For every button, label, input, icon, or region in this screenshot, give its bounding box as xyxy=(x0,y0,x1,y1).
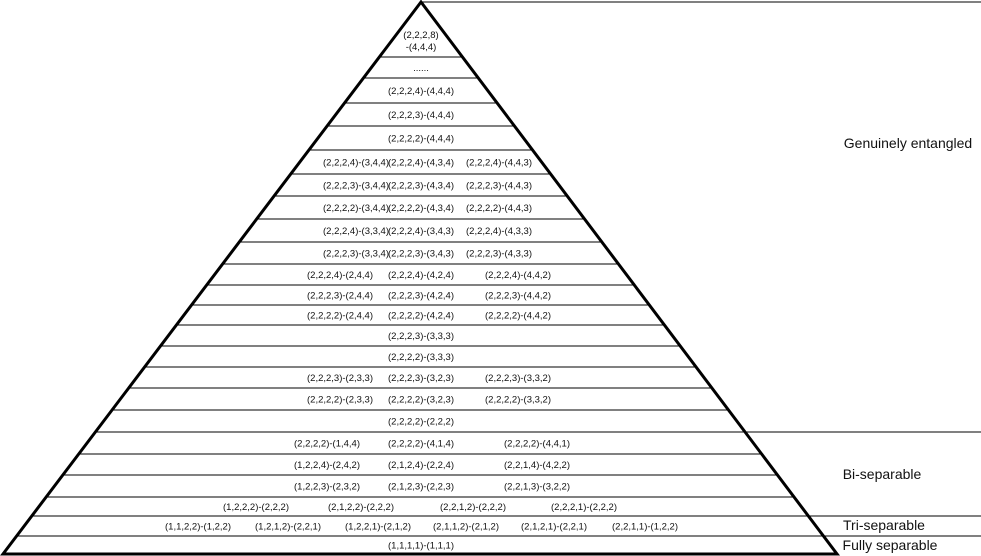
cell-label-r12-c0: (2,2,2,3)-(3,3,3) xyxy=(388,331,454,342)
cell-label-r18-c0: (1,2,2,4)-(2,4,2) xyxy=(294,460,360,471)
cell-label-r21-c4: (2,1,2,1)-(2,2,1) xyxy=(521,522,587,533)
cell-label-r9-c1: (2,2,2,4)-(4,2,4) xyxy=(388,270,454,281)
category-label-2: Tri-separable xyxy=(843,517,925,533)
cell-label-r8-c1: (2,2,2,3)-(3,4,3) xyxy=(388,249,454,260)
cell-label-r6-c1: (2,2,2,2)-(4,3,4) xyxy=(388,203,454,214)
cell-label-r17-c1: (2,2,2,2)-(4,1,4) xyxy=(388,439,454,450)
cell-label-r15-c2: (2,2,2,2)-(3,3,2) xyxy=(485,395,551,406)
category-label-0: Genuinely entangled xyxy=(844,135,972,151)
cell-label-r7-c0: (2,2,2,4)-(3,3,4) xyxy=(323,226,389,237)
cell-label-r15-c1: (2,2,2,2)-(3,2,3) xyxy=(388,395,454,406)
pyramid-row-dividers xyxy=(16,56,824,537)
cell-label-r21-c1: (1,2,1,2)-(2,2,1) xyxy=(255,522,321,533)
apex-label-line-1: (2,2,2,8) xyxy=(403,30,438,41)
cell-label-r9-c0: (2,2,2,4)-(2,4,4) xyxy=(307,270,373,281)
cell-label-r5-c1: (2,2,2,3)-(4,3,4) xyxy=(388,181,454,192)
cell-label-r4-c1: (2,2,2,4)-(4,3,4) xyxy=(388,158,454,169)
apex-label-line-2: -(4,4,4) xyxy=(406,42,437,53)
cell-label-r0-c0: ...... xyxy=(413,63,429,74)
cell-label-r8-c0: (2,2,2,3)-(3,3,4) xyxy=(323,249,389,260)
pyramid-cell-labels: (2,2,2,8)-(4,4,4)...... (2,2,2,4)-(4,4,4)… xyxy=(165,30,678,552)
cell-label-r1-c0: (2,2,2,4)-(4,4,4) xyxy=(388,86,454,97)
cell-label-r5-c2: (2,2,2,3)-(4,4,3) xyxy=(466,181,532,192)
cell-label-r14-c2: (2,2,2,3)-(3,3,2) xyxy=(485,373,551,384)
cell-label-r9-c2: (2,2,2,4)-(4,4,2) xyxy=(485,270,551,281)
cell-label-r5-c0: (2,2,2,3)-(3,4,4) xyxy=(323,181,389,192)
cell-label-r11-c0: (2,2,2,2)-(2,4,4) xyxy=(307,311,373,322)
cell-label-r8-c2: (2,2,2,3)-(4,3,3) xyxy=(466,249,532,260)
cell-label-r21-c5: (2,2,1,1)-(1,2,2) xyxy=(612,522,678,533)
cell-label-r15-c0: (2,2,2,2)-(2,3,3) xyxy=(307,395,373,406)
cell-label-r4-c0: (2,2,2,4)-(3,4,4) xyxy=(323,158,389,169)
cell-label-r18-c2: (2,2,1,4)-(4,2,2) xyxy=(504,460,570,471)
cell-label-r19-c1: (2,1,2,3)-(2,2,3) xyxy=(388,482,454,493)
cell-label-r7-c2: (2,2,2,4)-(4,3,3) xyxy=(466,226,532,237)
cell-label-r11-c2: (2,2,2,2)-(4,4,2) xyxy=(485,311,551,322)
category-divider-lines xyxy=(421,1,981,537)
cell-label-r21-c2: (1,2,2,1)-(2,1,2) xyxy=(345,522,411,533)
cell-label-r22-c0: (1,1,1,1)-(1,1,1) xyxy=(388,541,454,552)
cell-label-r17-c0: (2,2,2,2)-(1,4,4) xyxy=(294,439,360,450)
cell-label-r17-c2: (2,2,2,2)-(4,4,1) xyxy=(504,439,570,450)
cell-label-r20-c2: (2,2,1,2)-(2,2,2) xyxy=(440,502,506,513)
cell-label-r6-c2: (2,2,2,2)-(4,4,3) xyxy=(466,203,532,214)
cell-label-r4-c2: (2,2,2,4)-(4,4,3) xyxy=(466,158,532,169)
cell-label-r10-c2: (2,2,2,3)-(4,4,2) xyxy=(485,291,551,302)
cell-label-r20-c1: (2,1,2,2)-(2,2,2) xyxy=(328,502,394,513)
category-labels: Genuinely entangledBi-separableTri-separ… xyxy=(843,135,973,553)
cell-label-r21-c0: (1,1,2,2)-(1,2,2) xyxy=(165,522,231,533)
cell-label-r21-c3: (2,1,1,2)-(2,1,2) xyxy=(433,522,499,533)
category-label-3: Fully separable xyxy=(843,537,938,553)
cell-label-r18-c1: (2,1,2,4)-(2,2,4) xyxy=(388,460,454,471)
cell-label-r20-c3: (2,2,2,1)-(2,2,2) xyxy=(551,502,617,513)
cell-label-r6-c0: (2,2,2,2)-(3,4,4) xyxy=(323,203,389,214)
cell-label-r13-c0: (2,2,2,2)-(3,3,3) xyxy=(388,352,454,363)
cell-label-r3-c0: (2,2,2,2)-(4,4,4) xyxy=(388,134,454,145)
pyramid-outline xyxy=(0,0,841,556)
cell-label-r10-c1: (2,2,2,3)-(4,2,4) xyxy=(388,291,454,302)
cell-label-r11-c1: (2,2,2,2)-(4,2,4) xyxy=(388,311,454,322)
cell-label-r14-c0: (2,2,2,3)-(2,3,3) xyxy=(307,373,373,384)
cell-label-r20-c0: (1,2,2,2)-(2,2,2) xyxy=(223,502,289,513)
category-label-1: Bi-separable xyxy=(843,466,922,482)
cell-label-r2-c0: (2,2,2,3)-(4,4,4) xyxy=(388,110,454,121)
cell-label-r10-c0: (2,2,2,3)-(2,4,4) xyxy=(307,291,373,302)
cell-label-r19-c2: (2,2,1,3)-(3,2,2) xyxy=(504,482,570,493)
cell-label-r7-c1: (2,2,2,4)-(3,4,3) xyxy=(388,226,454,237)
cell-label-r19-c0: (1,2,2,3)-(2,3,2) xyxy=(294,482,360,493)
cell-label-r14-c1: (2,2,2,3)-(3,2,3) xyxy=(388,373,454,384)
cell-label-r16-c0: (2,2,2,2)-(2,2,2) xyxy=(388,417,454,428)
